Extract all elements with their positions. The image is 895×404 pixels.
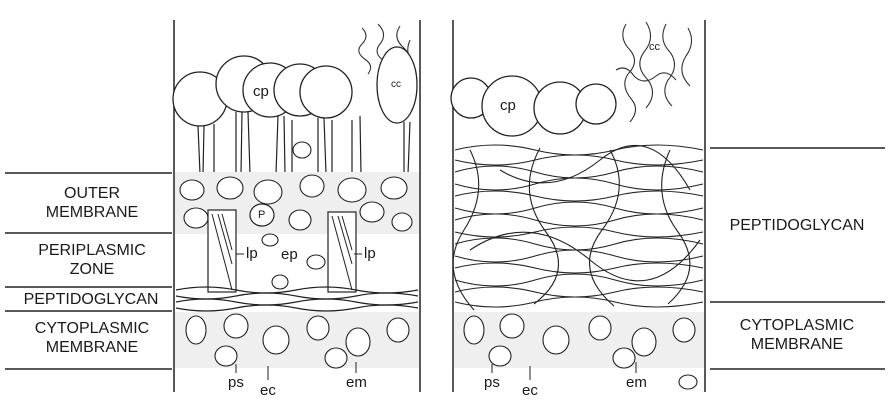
- label-outer-membrane-line1: OUTER: [12, 184, 172, 203]
- label-periplasmic-zone: PERIPLASMIC ZONE: [12, 241, 172, 279]
- label-peptidoglycan-right-text: PEPTIDOGLYCAN: [712, 216, 882, 235]
- right-cp-label: cp: [500, 98, 516, 114]
- right-em-label: em: [626, 375, 647, 391]
- left-ps-label: ps: [228, 375, 244, 391]
- label-outer-membrane-line2: MEMBRANE: [12, 203, 172, 222]
- peptidoglycan-mesh-right: [453, 145, 703, 310]
- left-p-label: P: [258, 210, 265, 221]
- left-ec-label: ec: [260, 383, 276, 399]
- left-lp-label-2: lp: [364, 246, 376, 262]
- gram-negative-panel: [173, 20, 420, 392]
- label-cytoplasmic-membrane-left: CYTOPLASMIC MEMBRANE: [12, 319, 172, 357]
- right-ec-label: ec: [522, 383, 538, 399]
- label-peptidoglycan-left-text: PEPTIDOGLYCAN: [8, 290, 174, 309]
- label-periplasmic-zone-line1: PERIPLASMIC: [12, 241, 172, 260]
- capsular-protein-spheres-right: [451, 76, 616, 136]
- capsule-fibrils-right: [616, 22, 692, 122]
- left-lp-label-1: lp: [246, 246, 258, 262]
- label-periplasmic-zone-line2: ZONE: [12, 260, 172, 279]
- left-cp-label: cp: [253, 84, 269, 100]
- label-cytoplasmic-membrane-right-line1: CYTOPLASMIC: [712, 316, 882, 335]
- left-cc-label: cc: [391, 79, 401, 90]
- label-cytoplasmic-membrane-left-line2: MEMBRANE: [12, 338, 172, 357]
- gram-positive-panel: [451, 20, 705, 392]
- label-cytoplasmic-membrane-left-line1: CYTOPLASMIC: [12, 319, 172, 338]
- label-outer-membrane: OUTER MEMBRANE: [12, 184, 172, 222]
- left-ep-label: ep: [281, 247, 298, 263]
- label-peptidoglycan-right: PEPTIDOGLYCAN: [712, 216, 882, 235]
- label-peptidoglycan-left: PEPTIDOGLYCAN: [8, 290, 174, 309]
- label-cytoplasmic-membrane-right-line2: MEMBRANE: [712, 335, 882, 354]
- left-em-label: em: [346, 375, 367, 391]
- label-cytoplasmic-membrane-right: CYTOPLASMIC MEMBRANE: [712, 316, 882, 354]
- right-cc-label: cc: [649, 42, 660, 53]
- right-ps-label: ps: [484, 375, 500, 391]
